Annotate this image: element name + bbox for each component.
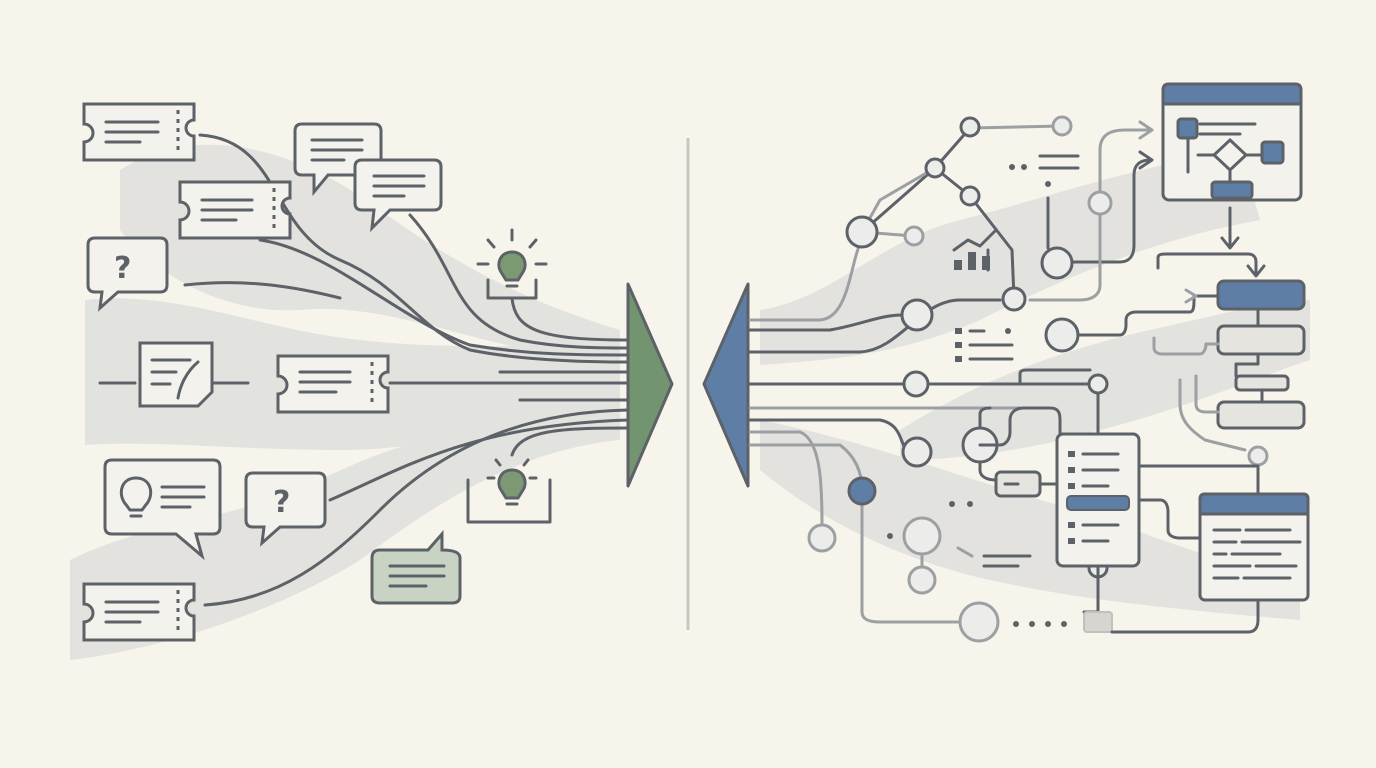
ticket-icon	[276, 354, 390, 414]
graph-node	[958, 601, 1000, 643]
stacked-blocks-icon	[1076, 279, 1306, 430]
graph-node	[900, 298, 934, 332]
question-bubble-icon: ?	[86, 236, 169, 312]
graph-node	[924, 157, 946, 179]
lightbulb-icon	[476, 228, 548, 300]
question-mark-glyph: ?	[114, 251, 131, 286]
network-graph	[807, 115, 1269, 643]
list-window-icon	[978, 368, 1260, 634]
graph-node	[807, 523, 837, 553]
note-icon	[138, 341, 214, 408]
graph-node-highlight	[847, 476, 877, 506]
graph-node	[1001, 286, 1027, 312]
graph-node	[959, 116, 981, 138]
code-window-icon	[1137, 378, 1310, 602]
speech-bubble-icon	[353, 158, 443, 233]
left-flow-lines	[98, 133, 630, 607]
graph-node	[901, 436, 933, 468]
arrow-left-icon	[702, 282, 750, 488]
dotted-connectors	[887, 164, 1067, 627]
speech-bubble-icon	[370, 530, 462, 605]
ticket-icon	[82, 582, 196, 642]
ticket-icon	[178, 180, 292, 240]
right-output-side	[748, 82, 1310, 643]
graph-node	[902, 370, 930, 398]
ticket-icon	[82, 102, 196, 162]
list-icon	[955, 328, 1014, 362]
graph-node	[907, 565, 937, 595]
graph-node	[845, 215, 879, 249]
graph-node	[1087, 373, 1109, 395]
lightbulb-icon	[466, 458, 552, 524]
arrow-right-icon	[626, 282, 674, 488]
graph-node	[1044, 317, 1080, 353]
graph-node	[1087, 190, 1113, 216]
lightbulb-icon	[119, 476, 153, 518]
graph-node	[1040, 246, 1074, 280]
idea-bubble-icon	[103, 458, 222, 561]
left-input-side: ? ?	[82, 102, 630, 642]
graph-node	[903, 225, 925, 247]
arrow-connectors	[1123, 120, 1266, 278]
flowchart-window-icon	[1161, 82, 1303, 202]
graph-node	[1247, 445, 1269, 467]
graph-node	[1051, 115, 1073, 137]
question-mark-glyph: ?	[273, 485, 290, 520]
question-bubble-icon: ?	[244, 471, 327, 547]
right-flow-lines	[748, 238, 1092, 624]
graph-node	[902, 516, 942, 556]
bar-chart-icon	[952, 228, 998, 272]
graph-node	[959, 185, 981, 207]
